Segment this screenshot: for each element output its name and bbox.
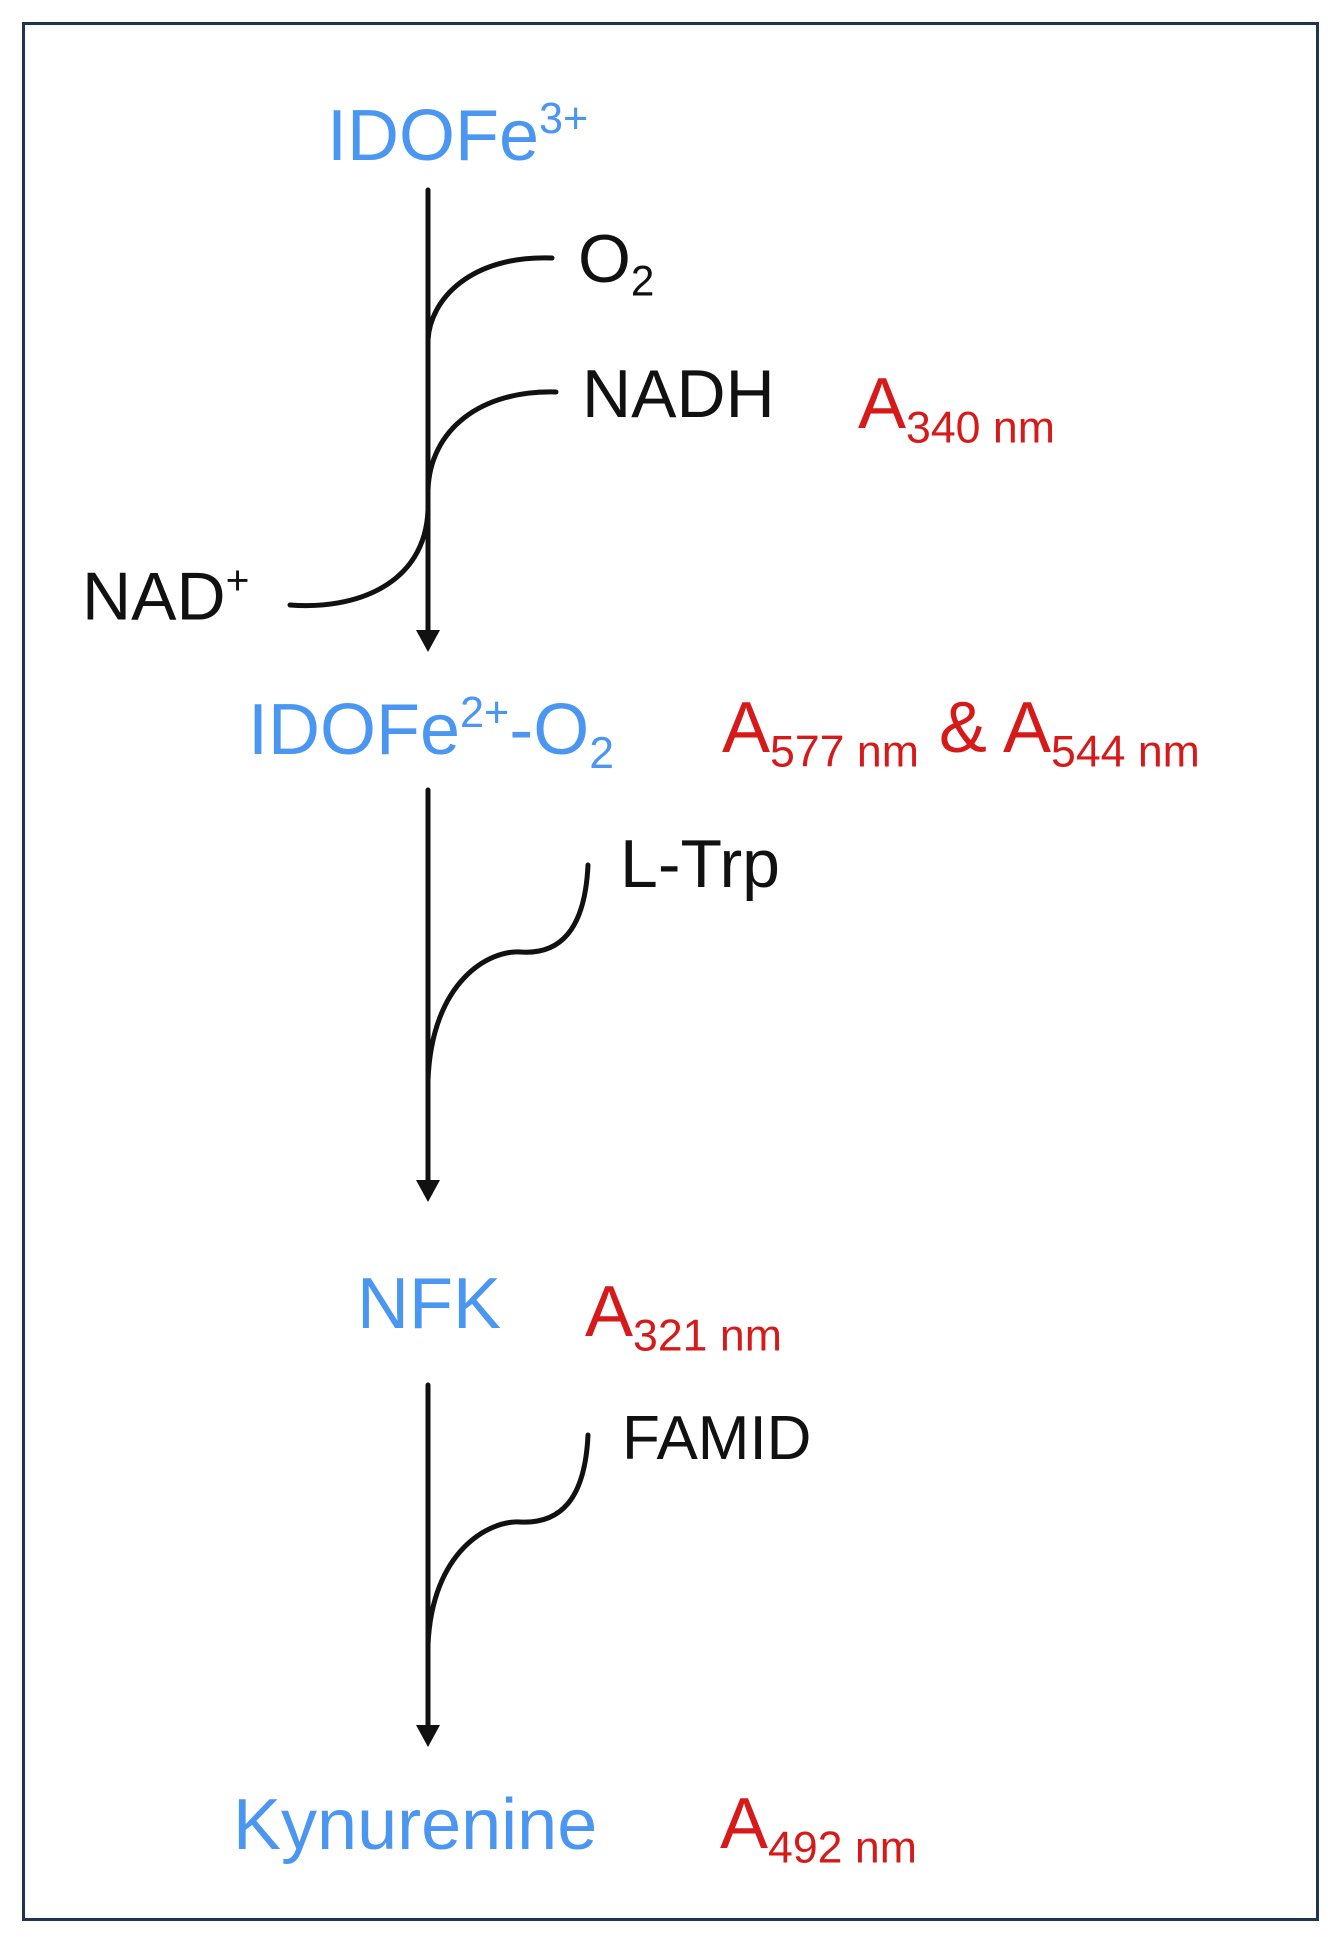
absorbance-321nm: A321 nm [585, 1272, 782, 1361]
reagent-nadh: NADH [582, 356, 775, 432]
ampersand: & [938, 688, 987, 768]
absorbance-492nm: A492 nm [720, 1784, 917, 1873]
reagent-nad-plus: NAD+ [82, 557, 250, 635]
famid-input-curve [425, 1432, 591, 1648]
reagent-famid: FAMID [622, 1404, 812, 1473]
species-kynurenine: Kynurenine [233, 1785, 598, 1865]
reagent-l-trp: L-Trp [620, 826, 780, 902]
arrowhead-1 [416, 630, 440, 652]
nadh-input-curve [425, 389, 559, 493]
species-idofe3: IDOFe3+ [327, 95, 589, 176]
species-idofe2-o2: IDOFe2+-O2 [248, 689, 615, 779]
o2-input-curve [425, 255, 555, 343]
arrowhead-3 [416, 1725, 440, 1747]
absorbance-340nm: A340 nm [858, 364, 1055, 453]
arrowhead-2 [416, 1180, 440, 1202]
diagram-frame [22, 22, 1319, 1921]
reagent-o2: O2 [578, 221, 655, 305]
absorbance-577-544nm: A577 nm & A544 nm [722, 688, 1200, 777]
ltrp-input-curve [425, 862, 591, 1083]
nad-output-curve [287, 507, 431, 609]
species-nfk: NFK [357, 1264, 501, 1344]
